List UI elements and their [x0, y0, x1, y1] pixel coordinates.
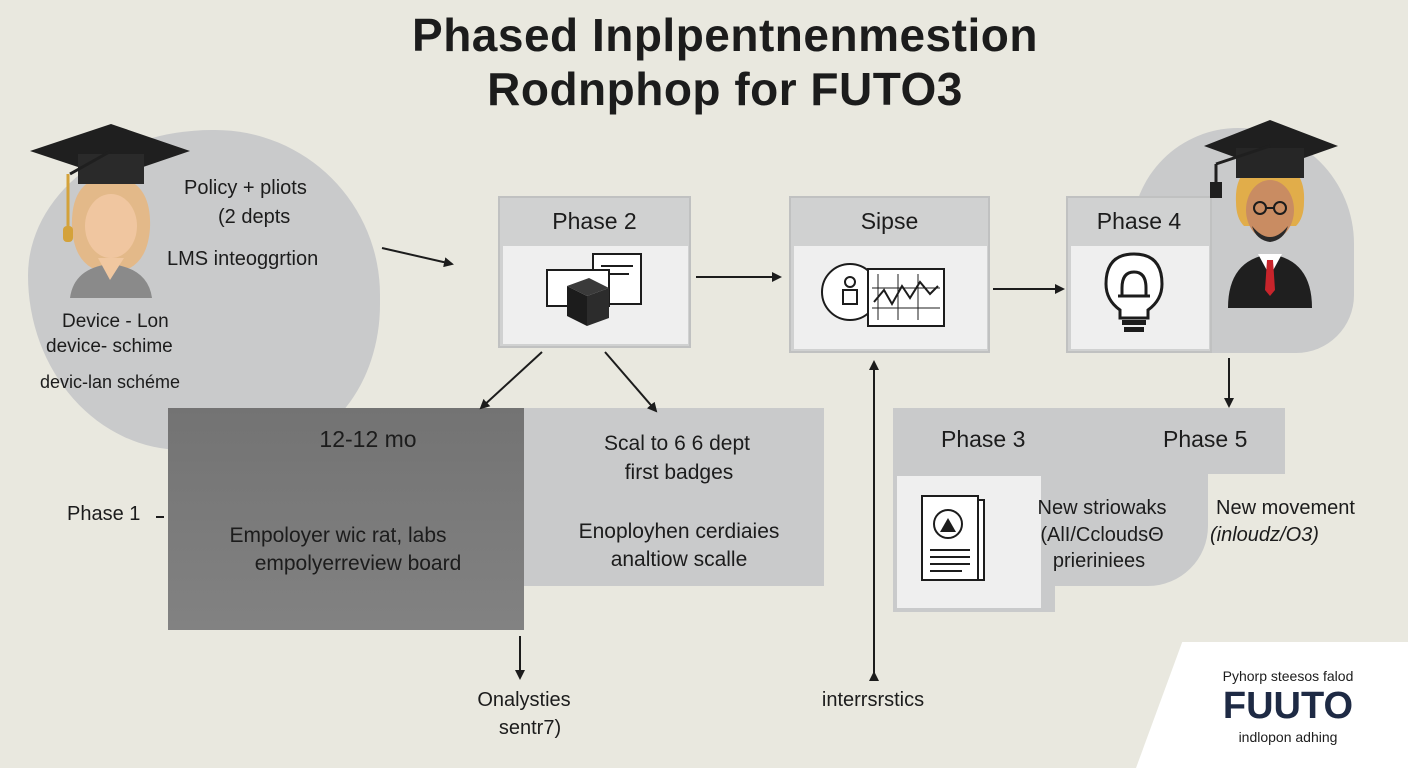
phase2-enop-line1: Enoployhen cerdiaies: [578, 520, 780, 543]
diagram-title-line2: Rodnphop for FUTO3: [487, 63, 963, 115]
arrow-phase2-to-phase1: [479, 351, 543, 410]
phase2-detail-box: [524, 408, 824, 586]
policy-line1: Policy + pliots: [184, 177, 307, 199]
brand-subline: indlopon adhing: [1238, 729, 1338, 745]
analytics-chart-icon: [821, 263, 945, 327]
arrow-phase2-to-detail: [604, 351, 658, 413]
phase1-label: Phase 1: [67, 503, 141, 525]
device-line1: Device - Lon: [62, 311, 169, 332]
lightbulb-icon: [1104, 252, 1164, 332]
phase2-title: Phase 2: [552, 208, 637, 234]
box-documents-icon: [546, 253, 642, 326]
phase3-label: Phase 3: [941, 426, 1026, 452]
phase2-enop-line2: analtiow scalle: [610, 548, 748, 571]
sipse-title: Sipse: [860, 208, 919, 234]
policy-line2: (2 depts: [218, 206, 291, 228]
interrsrstics-label: interrsrstics: [821, 689, 925, 711]
phase2-scale-line1: Scal to 6 6 dept: [604, 432, 750, 455]
onalysties-line1: Onalysties: [477, 689, 571, 711]
phase1-duration: 12-12 mo: [319, 426, 417, 452]
phase1-employer-line1: Empoloyer wic rat, labs: [229, 524, 447, 547]
brand-box: [1136, 642, 1408, 768]
document-icon: [921, 495, 985, 581]
graduate-man-icon: [1204, 120, 1338, 308]
phase5-label: Phase 5: [1163, 426, 1248, 452]
movement-line1: New movement: [1216, 497, 1355, 519]
device-line2: device- schime: [46, 336, 173, 357]
arrow-blob-to-phase2: [381, 247, 454, 268]
device-line3: devic-lan schéme: [40, 372, 181, 392]
phase3-5-header: [893, 408, 1285, 474]
diagram-title-line1: Phased Inplpentnenmestion: [412, 9, 1038, 61]
phase1-employer-line2: empolyerreview board: [254, 552, 462, 575]
graduate-woman-icon: [30, 124, 190, 298]
brand-tagline: Pyhorp steesos falod: [1222, 668, 1354, 684]
new-line1: New striowaks: [1037, 497, 1167, 519]
phase2-scale-line2: first badges: [624, 461, 734, 484]
new-line2: (AlI/CcloudsΘ: [1040, 524, 1164, 546]
phase1-dash: [156, 516, 164, 518]
phase4-title: Phase 4: [1096, 208, 1182, 234]
lms-integration-label: LMS inteoggrtion: [167, 248, 319, 270]
phase1-box: [168, 408, 524, 630]
onalysties-line2: sentr7): [498, 717, 562, 739]
brand-logo-text: FUUTO: [1222, 685, 1354, 727]
movement-line2: (inloudz/O3): [1210, 524, 1319, 546]
new-line3: prieriniees: [1052, 550, 1146, 572]
